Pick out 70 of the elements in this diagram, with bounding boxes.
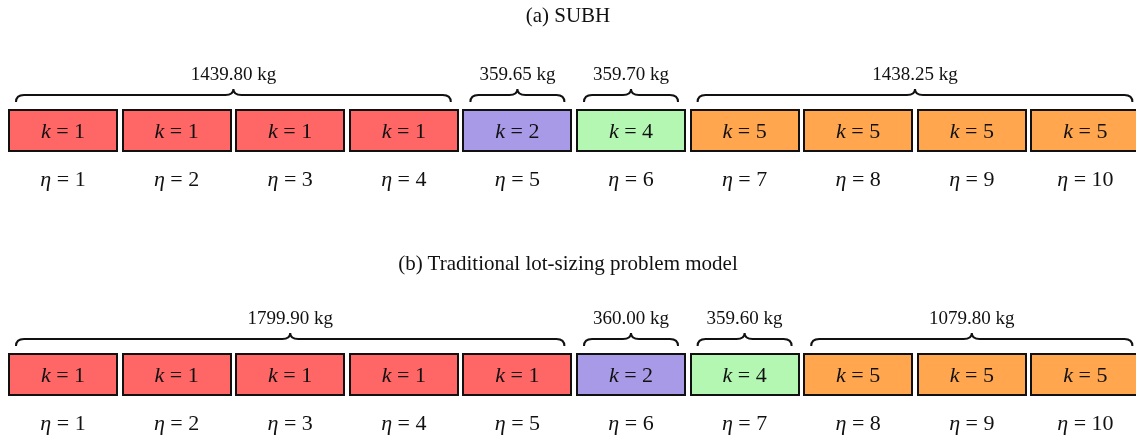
- index-label: η = 1: [39, 166, 87, 192]
- block: [462, 353, 573, 396]
- block: [8, 109, 118, 152]
- weight-label: 1799.90 kg: [247, 307, 333, 329]
- index-label: η = 4: [380, 166, 428, 192]
- index-label: η = 9: [948, 166, 996, 192]
- block: [803, 109, 914, 152]
- block: [689, 109, 800, 152]
- index-label: η = 7: [720, 166, 769, 192]
- weight-label: 359.70 kg: [593, 63, 669, 85]
- weight-label: 360.00 kg: [593, 307, 669, 329]
- block: [8, 353, 118, 396]
- index-label: η = 3: [266, 166, 314, 192]
- block: [916, 353, 1027, 396]
- block: [462, 109, 573, 152]
- block-label: k = 1: [381, 117, 426, 144]
- index-label: η = 4: [380, 410, 428, 436]
- block: [121, 353, 232, 396]
- block-label: k = 5: [836, 361, 881, 388]
- weight-label: 359.60 kg: [706, 307, 783, 329]
- block-label: k = 5: [1063, 117, 1108, 144]
- block-label: k = 2: [608, 361, 654, 388]
- block-label: k = 5: [949, 117, 994, 144]
- block: [1030, 109, 1136, 152]
- block-label: k = 5: [949, 361, 994, 388]
- index-label: η = 3: [266, 410, 314, 436]
- index-label: η = 6: [607, 166, 655, 192]
- block: [348, 353, 459, 396]
- index-label: η = 8: [834, 166, 882, 192]
- block-label: k = 1: [495, 361, 540, 388]
- block: [121, 109, 232, 152]
- block-label: k = 1: [154, 361, 199, 388]
- block: [348, 109, 459, 152]
- index-label: η = 1: [39, 410, 87, 436]
- block-label: k = 1: [154, 117, 199, 144]
- weight-label: 359.65 kg: [479, 63, 556, 85]
- block-label: k = 2: [495, 117, 540, 144]
- block-label: k = 1: [268, 117, 313, 144]
- panel-title: (a) SUBH: [524, 3, 612, 28]
- index-label: η = 10: [1056, 410, 1115, 436]
- block: [916, 109, 1027, 152]
- block: [803, 353, 914, 396]
- index-label: η = 8: [834, 410, 882, 436]
- block-label: k = 5: [1063, 361, 1108, 388]
- block-label: k = 1: [40, 361, 86, 388]
- index-label: η = 2: [152, 410, 201, 436]
- index-label: η = 7: [720, 410, 769, 436]
- weight-label: 1438.25 kg: [872, 63, 958, 85]
- block: [235, 353, 346, 396]
- block: [235, 109, 346, 152]
- block-label: k = 1: [381, 361, 426, 388]
- weight-label: 1079.80 kg: [929, 307, 1015, 329]
- index-label: η = 9: [948, 410, 996, 436]
- block: [1030, 353, 1136, 396]
- block-label: k = 1: [40, 117, 86, 144]
- block-label: k = 4: [722, 361, 767, 388]
- index-label: η = 6: [607, 410, 655, 436]
- block: [689, 353, 800, 396]
- block: [576, 109, 686, 152]
- block-label: k = 5: [836, 117, 881, 144]
- index-label: η = 5: [493, 410, 542, 436]
- block-label: k = 5: [722, 117, 767, 144]
- block-label: k = 1: [268, 361, 313, 388]
- index-label: η = 10: [1056, 166, 1115, 192]
- block-label: k = 4: [608, 117, 654, 144]
- index-label: η = 2: [152, 166, 201, 192]
- index-label: η = 5: [493, 166, 542, 192]
- panel-title: (b) Traditional lot-sizing problem model: [397, 251, 739, 276]
- block: [576, 353, 686, 396]
- weight-label: 1439.80 kg: [190, 63, 277, 85]
